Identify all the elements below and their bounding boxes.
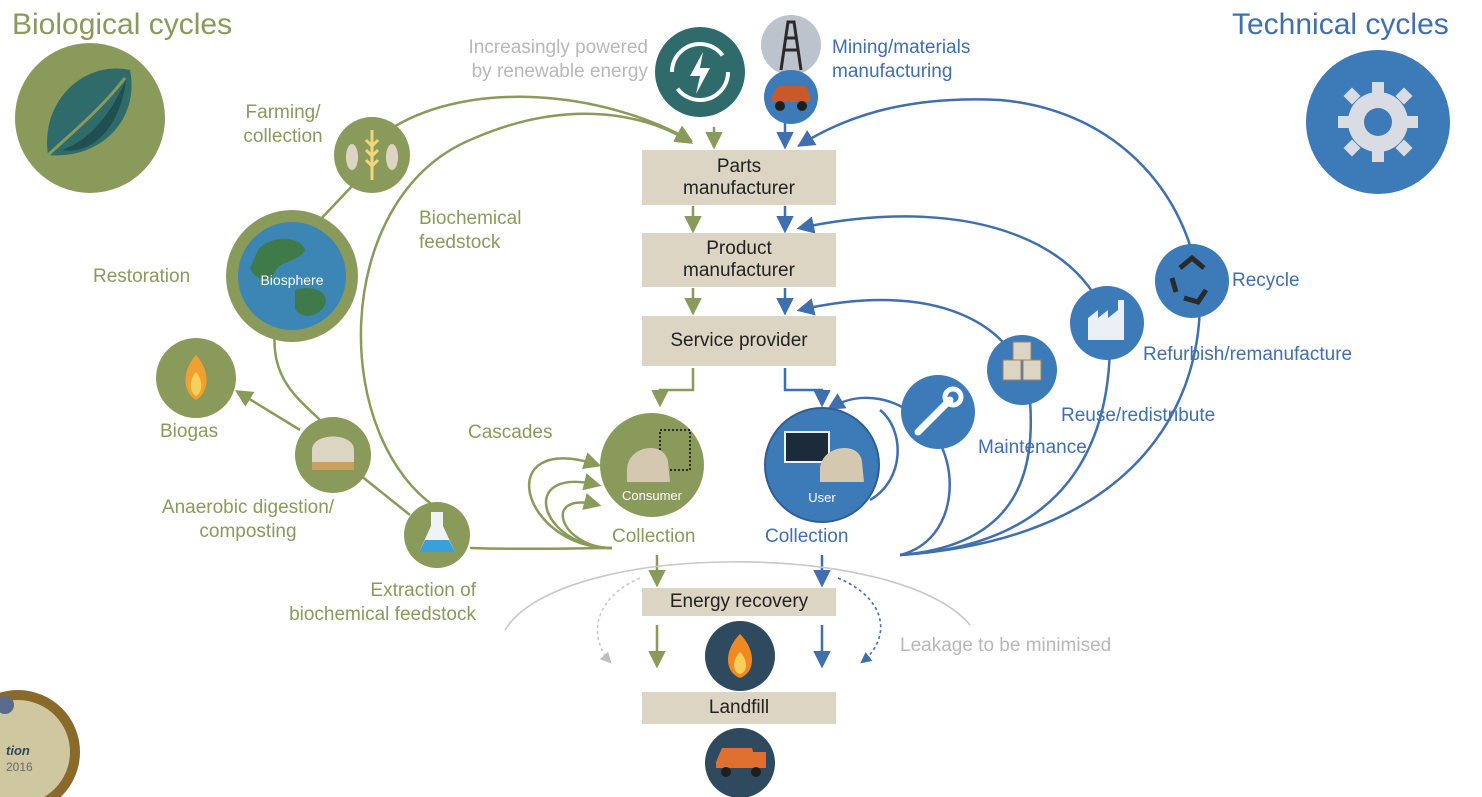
leakage-outer-arc (504, 561, 971, 631)
farming-to-parts-arrow (391, 95, 694, 142)
biogas-flame-icon (156, 338, 236, 418)
energy-recovery-label: Energy recovery (669, 591, 809, 612)
oil-rig-icon (761, 15, 821, 75)
farming-icon (334, 117, 410, 193)
dump-truck-icon (705, 728, 775, 797)
product-manufacturer-box: Product manufacturer (642, 233, 836, 287)
service-provider-label: Service provider (670, 330, 808, 351)
renewable-energy-note: Increasingly powered by renewable energy (468, 37, 648, 82)
leaf-icon (46, 68, 132, 157)
leakage-flows (504, 561, 971, 664)
wrench-icon (901, 375, 975, 449)
refurbish-label: Refurbish/remanufacture (1143, 344, 1353, 365)
product-manufacturer-label: Product manufacturer (683, 238, 795, 281)
leakage-label: Leakage to be minimised (900, 635, 1112, 656)
biosphere-to-digestion (273, 329, 321, 421)
parts-manufacturer-label: Parts manufacturer (683, 155, 795, 199)
flask-icon (404, 502, 470, 568)
gear-icon (1338, 82, 1418, 162)
mining-materials-label: Mining/materials manufacturing (832, 37, 971, 82)
service-to-user-tech (783, 368, 831, 408)
event-badge (0, 690, 80, 797)
technical-emblem (1306, 50, 1450, 194)
energy-recovery-box: Energy recovery (642, 588, 836, 616)
cascades-label: Cascades (468, 422, 553, 443)
maintenance-label: Maintenance (978, 437, 1087, 458)
reuse-label: Reuse/redistribute (1061, 405, 1216, 426)
boxes-icon (987, 335, 1057, 405)
recycle-loop (797, 98, 1202, 557)
bio-collection-label: Collection (612, 526, 696, 547)
consumer-icon (600, 413, 704, 517)
badge-text-line1: tion (6, 743, 30, 758)
landfill-label: Landfill (708, 697, 770, 718)
renewable-energy-icon (655, 27, 745, 117)
landfill-box: Landfill (642, 692, 836, 724)
digestion-to-extraction (359, 474, 411, 516)
biogas-label: Biogas (160, 421, 219, 442)
biochemical-feedstock-label: Biochemical feedstock (419, 208, 522, 253)
restoration-label: Restoration (93, 266, 191, 287)
farming-collection-label: Farming/ collection (243, 102, 323, 147)
user-label: User (808, 490, 836, 505)
biological-flows (235, 95, 723, 669)
extraction-label: Extraction of biochemical feedstock (289, 580, 476, 625)
cascade-3 (561, 493, 613, 550)
tech-collection-label: Collection (765, 526, 849, 547)
extraction-to-collection (469, 546, 613, 551)
leakage-right-arrow (837, 577, 882, 664)
service-provider-box: Service provider (642, 316, 836, 366)
greenhouse-icon (295, 417, 371, 493)
biological-cycles-title: Biological cycles (12, 8, 233, 41)
biosphere-globe-icon (226, 210, 358, 342)
anaerobic-digestion-label: Anaerobic digestion/ composting (161, 497, 335, 542)
user-inner-loop (869, 409, 899, 502)
recycle-icon (1155, 244, 1229, 318)
computer-user-icon (764, 407, 880, 523)
consumer-label: Consumer (622, 488, 682, 503)
mining-truck-icon (764, 70, 818, 124)
biological-emblem (15, 43, 165, 193)
service-to-consumer-bio (651, 368, 695, 408)
fire-icon (705, 621, 775, 691)
recycle-label: Recycle (1232, 270, 1300, 291)
biosphere-label: Biosphere (260, 272, 324, 288)
leakage-left-arrow (596, 577, 641, 664)
badge-text-line2: 2016 (6, 760, 33, 774)
digestion-to-biogas-arrow (235, 390, 301, 432)
factory-icon (1070, 286, 1144, 360)
technical-cycles-title: Technical cycles (1232, 8, 1449, 41)
biochemical-feedstock-arrow (359, 112, 693, 512)
parts-manufacturer-box: Parts manufacturer (642, 150, 836, 205)
